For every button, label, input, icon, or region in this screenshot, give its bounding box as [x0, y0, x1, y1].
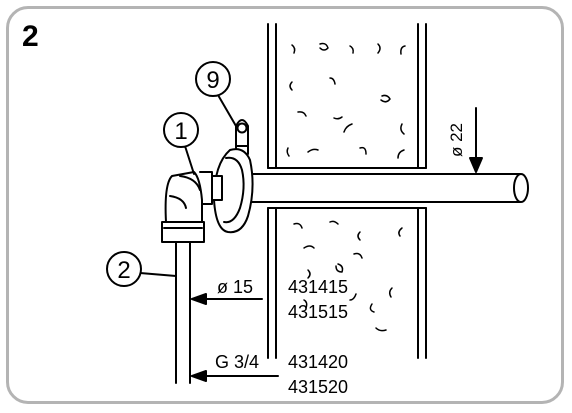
callout-2-leader	[139, 272, 177, 277]
spec-code-2b: 431520	[288, 377, 348, 397]
callout-9-text: 9	[206, 67, 219, 94]
compression-nut	[161, 221, 205, 243]
callout-1-leader	[184, 145, 195, 175]
pipe-diameter-label: ø 22	[447, 123, 466, 157]
dimension-pipe-arrow	[469, 107, 483, 173]
wall-texture	[286, 42, 406, 332]
wall-upper	[267, 23, 427, 169]
callout-2-circle	[106, 251, 142, 287]
spec-arrow-1	[191, 293, 263, 305]
figure-frame	[6, 6, 564, 404]
callout-2-text: 2	[117, 257, 130, 284]
spec-size-2: G 3/4	[215, 352, 259, 372]
callout-1-circle	[163, 112, 199, 148]
spec-size-1: ø 15	[217, 277, 253, 297]
spec-code-1b: 431515	[288, 302, 348, 322]
callout-9-leader	[217, 94, 237, 127]
spec-arrow-2	[191, 370, 279, 382]
elbow-fitting	[164, 171, 223, 223]
callout-1-text: 1	[174, 118, 187, 145]
pipe-vertical	[175, 241, 191, 384]
spec-code-1a: 431415	[288, 277, 348, 297]
wall-lower	[267, 207, 427, 359]
step-number: 2	[22, 20, 39, 53]
callout-9-circle	[195, 61, 231, 97]
wall-bracket	[213, 119, 254, 234]
pipe-horizontal	[237, 173, 529, 203]
spec-code-2a: 431420	[288, 352, 348, 372]
